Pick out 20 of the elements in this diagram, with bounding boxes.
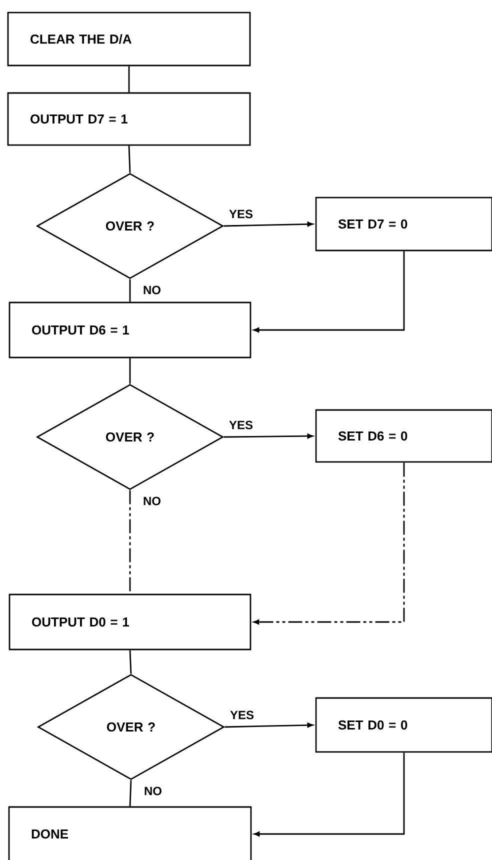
process-box: OUTPUT D6 = 1 [8,302,252,358]
arrow [253,251,405,332]
edge-label: NO [144,286,160,294]
process-box: OUTPUT D7 = 1 [7,92,251,146]
process-box: DONE [8,806,252,860]
arrow [253,462,405,624]
process-box: CLEAR THE D/A [7,12,251,66]
edge-label: NO [144,496,160,506]
process-box: SET D6 = 0 [315,409,492,463]
arrow [254,752,405,836]
arrow [224,722,314,728]
arrow [224,222,314,227]
edge-label: YES [229,210,253,218]
process-box: OUTPUT D0 = 1 [8,594,252,650]
edge-label: YES [229,420,253,430]
process-box: SET D0 = 0 [315,697,492,753]
arrow [224,434,314,439]
process-box: SET D7 = 0 [315,196,492,252]
edge-label: NO [144,786,162,796]
edge-label: YES [230,710,254,720]
